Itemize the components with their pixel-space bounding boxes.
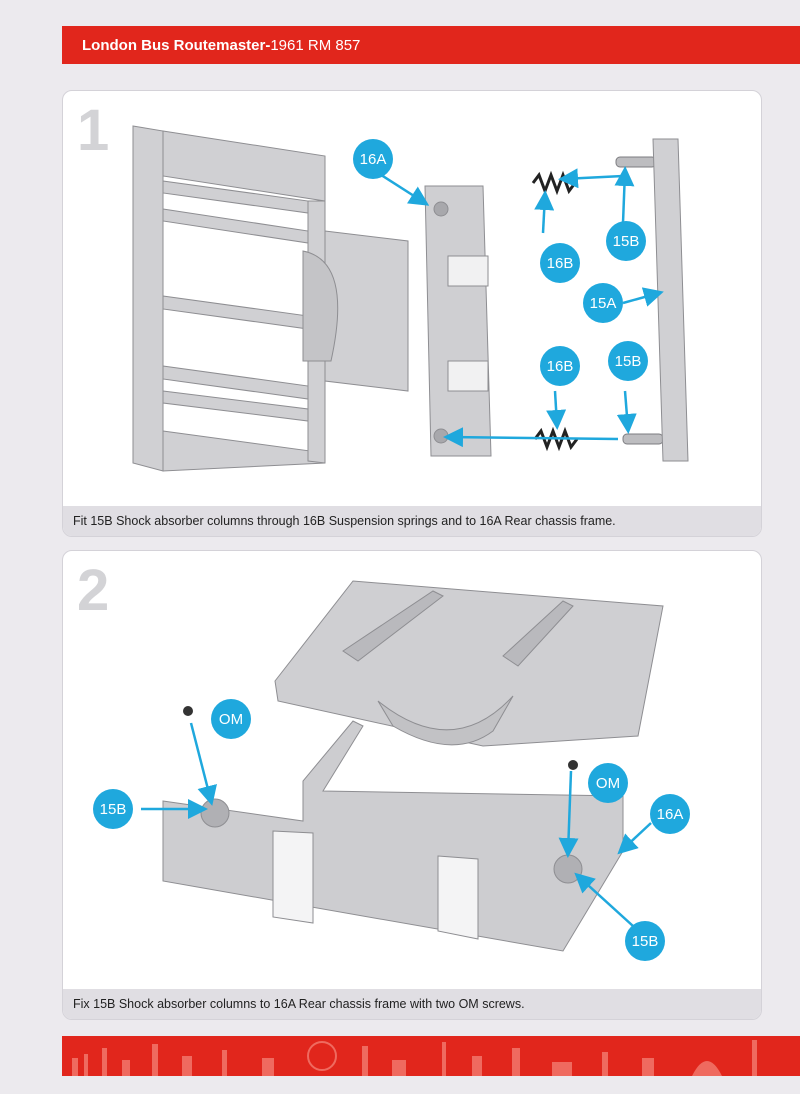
- callout-label: 16B: [547, 255, 574, 272]
- step-2-panel: 2 OM: [62, 550, 762, 1020]
- callout-label: 15B: [615, 353, 642, 370]
- callout-om-left: OM: [211, 699, 251, 739]
- callout-15a: 15A: [583, 283, 623, 323]
- callout-16b-top: 16B: [540, 243, 580, 283]
- callout-label: 16A: [657, 806, 684, 823]
- callout-label: 15B: [613, 233, 640, 250]
- callout-label: OM: [596, 775, 620, 792]
- callout-label: 16A: [360, 151, 387, 168]
- callout-label: OM: [219, 711, 243, 728]
- step-2-caption: Fix 15B Shock absorber columns to 16A Re…: [63, 989, 761, 1019]
- step-1-panel: 1: [62, 90, 762, 537]
- callout-label: 15B: [632, 933, 659, 950]
- step-1-caption: Fit 15B Shock absorber columns through 1…: [63, 506, 761, 536]
- rear-bar-part: [653, 139, 688, 461]
- header-title-model: 1961 RM 857: [270, 37, 360, 54]
- screw-icon: [568, 760, 578, 770]
- screw-icon: [183, 706, 193, 716]
- header-title-bold: London Bus Routemaster-: [82, 37, 270, 54]
- callout-om-right: OM: [588, 763, 628, 803]
- callout-15b-right: 15B: [625, 921, 665, 961]
- step-2-illustration: OM 15B OM 16A 15B: [63, 551, 762, 991]
- footer-skyline-banner: [62, 1036, 800, 1076]
- callout-label: 15B: [100, 801, 127, 818]
- callout-15b-left: 15B: [93, 789, 133, 829]
- callout-15b-top: 15B: [606, 221, 646, 261]
- step-1-illustration: 16A 16B 15B 15A 16B 15B: [63, 91, 762, 508]
- callout-16b-bottom: 16B: [540, 346, 580, 386]
- callout-label: 15A: [590, 295, 617, 312]
- callout-label: 16B: [547, 358, 574, 375]
- london-skyline-icon: [62, 1036, 800, 1076]
- assembled-chassis-part: [163, 581, 663, 951]
- page-header: London Bus Routemaster- 1961 RM 857: [62, 26, 800, 64]
- callout-16a-top: 16A: [353, 139, 393, 179]
- callout-16a: 16A: [650, 794, 690, 834]
- rear-chassis-frame-part: [425, 186, 491, 456]
- callout-15b-bottom: 15B: [608, 341, 648, 381]
